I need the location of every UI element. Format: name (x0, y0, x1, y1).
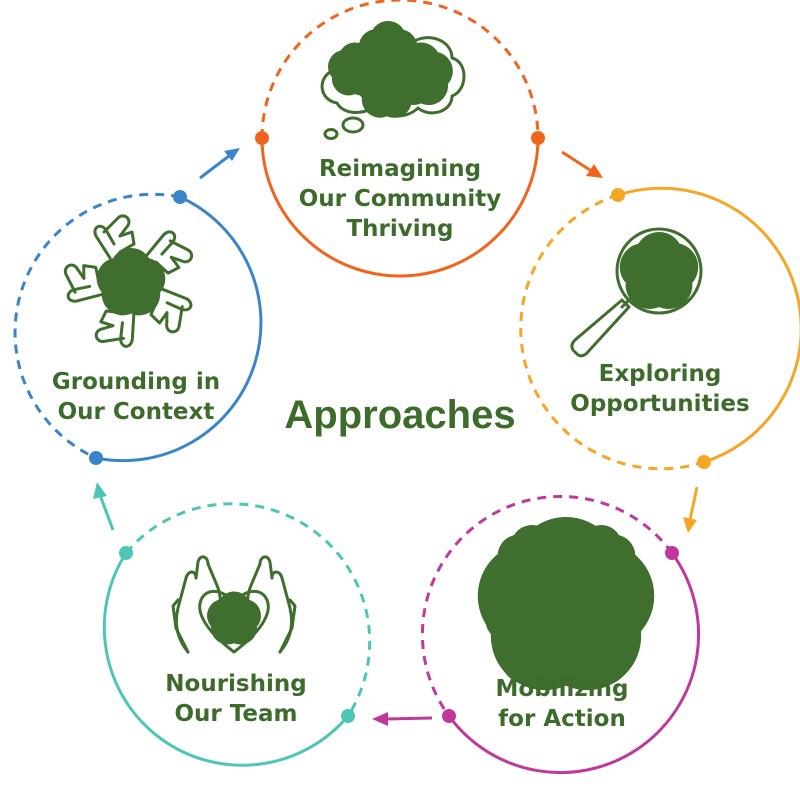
step-reimagining-label-line1: Reimagining (319, 156, 481, 182)
step-mobilizing: Mobilizing for Action (420, 494, 701, 775)
step-grounding-label-line1: Grounding in (52, 369, 220, 395)
hands-heart-icon (171, 555, 297, 654)
step-nourishing-dashed-arc (124, 502, 372, 717)
step-exploring-solid-arc (617, 186, 800, 464)
step-nourishing-dot-right (341, 709, 355, 723)
arrow-mobilizing-to-nourishing (372, 712, 433, 726)
stars-cluster-icon (500, 546, 627, 663)
step-exploring-dashed-arc (519, 193, 705, 471)
step-reimagining-dashed-arc (260, 0, 540, 139)
diagram-title: Approaches (284, 393, 515, 437)
joined-hands-icon (63, 214, 194, 348)
arrow-nourishing-to-grounding (93, 482, 115, 531)
cycle-arrows (93, 148, 699, 726)
step-grounding-solid-arc (95, 195, 263, 463)
step-grounding-label-line2: Our Context (58, 399, 215, 425)
step-nourishing: Nourishing Our Team (102, 502, 372, 767)
step-exploring-dot-top (611, 188, 625, 202)
step-nourishing-label-line2: Our Team (175, 701, 298, 727)
step-reimagining-label-line2: Our Community (299, 186, 502, 212)
step-grounding-dot-top (173, 190, 187, 204)
step-exploring: Exploring Opportunities (519, 186, 800, 471)
step-reimagining: Reimagining Our Community Thriving (255, 0, 545, 278)
step-nourishing-dot-left (119, 546, 133, 560)
arrow-exploring-to-mobilizing (683, 486, 699, 533)
thought-bubble-stars-icon (320, 33, 466, 140)
step-exploring-label-line2: Opportunities (570, 391, 749, 417)
step-reimagining-solid-arc (260, 137, 540, 278)
step-grounding: Grounding in Our Context (13, 190, 263, 465)
step-exploring-dot-bottom (697, 455, 711, 469)
step-mobilizing-dot-top (665, 546, 679, 560)
step-nourishing-solid-arc (102, 552, 350, 767)
step-mobilizing-dot-left (442, 709, 456, 723)
step-mobilizing-dashed-arc (420, 494, 674, 717)
magnifier-star-icon (570, 227, 703, 358)
step-exploring-label-line1: Exploring (599, 361, 722, 387)
step-reimagining-dot-right (531, 131, 545, 145)
step-reimagining-label-line3: Thriving (346, 216, 453, 242)
step-nourishing-label-line1: Nourishing (165, 671, 306, 697)
step-reimagining-dot-left (255, 131, 269, 145)
step-mobilizing-label-line1: Mobilizing (496, 676, 629, 702)
step-grounding-dashed-arc (13, 192, 181, 460)
step-mobilizing-label-line2: for Action (498, 706, 626, 732)
arrow-grounding-to-reimagining (199, 148, 240, 180)
step-grounding-dot-bottom (89, 451, 103, 465)
arrow-reimagining-to-exploring (561, 150, 603, 178)
step-mobilizing-solid-arc (447, 552, 701, 775)
